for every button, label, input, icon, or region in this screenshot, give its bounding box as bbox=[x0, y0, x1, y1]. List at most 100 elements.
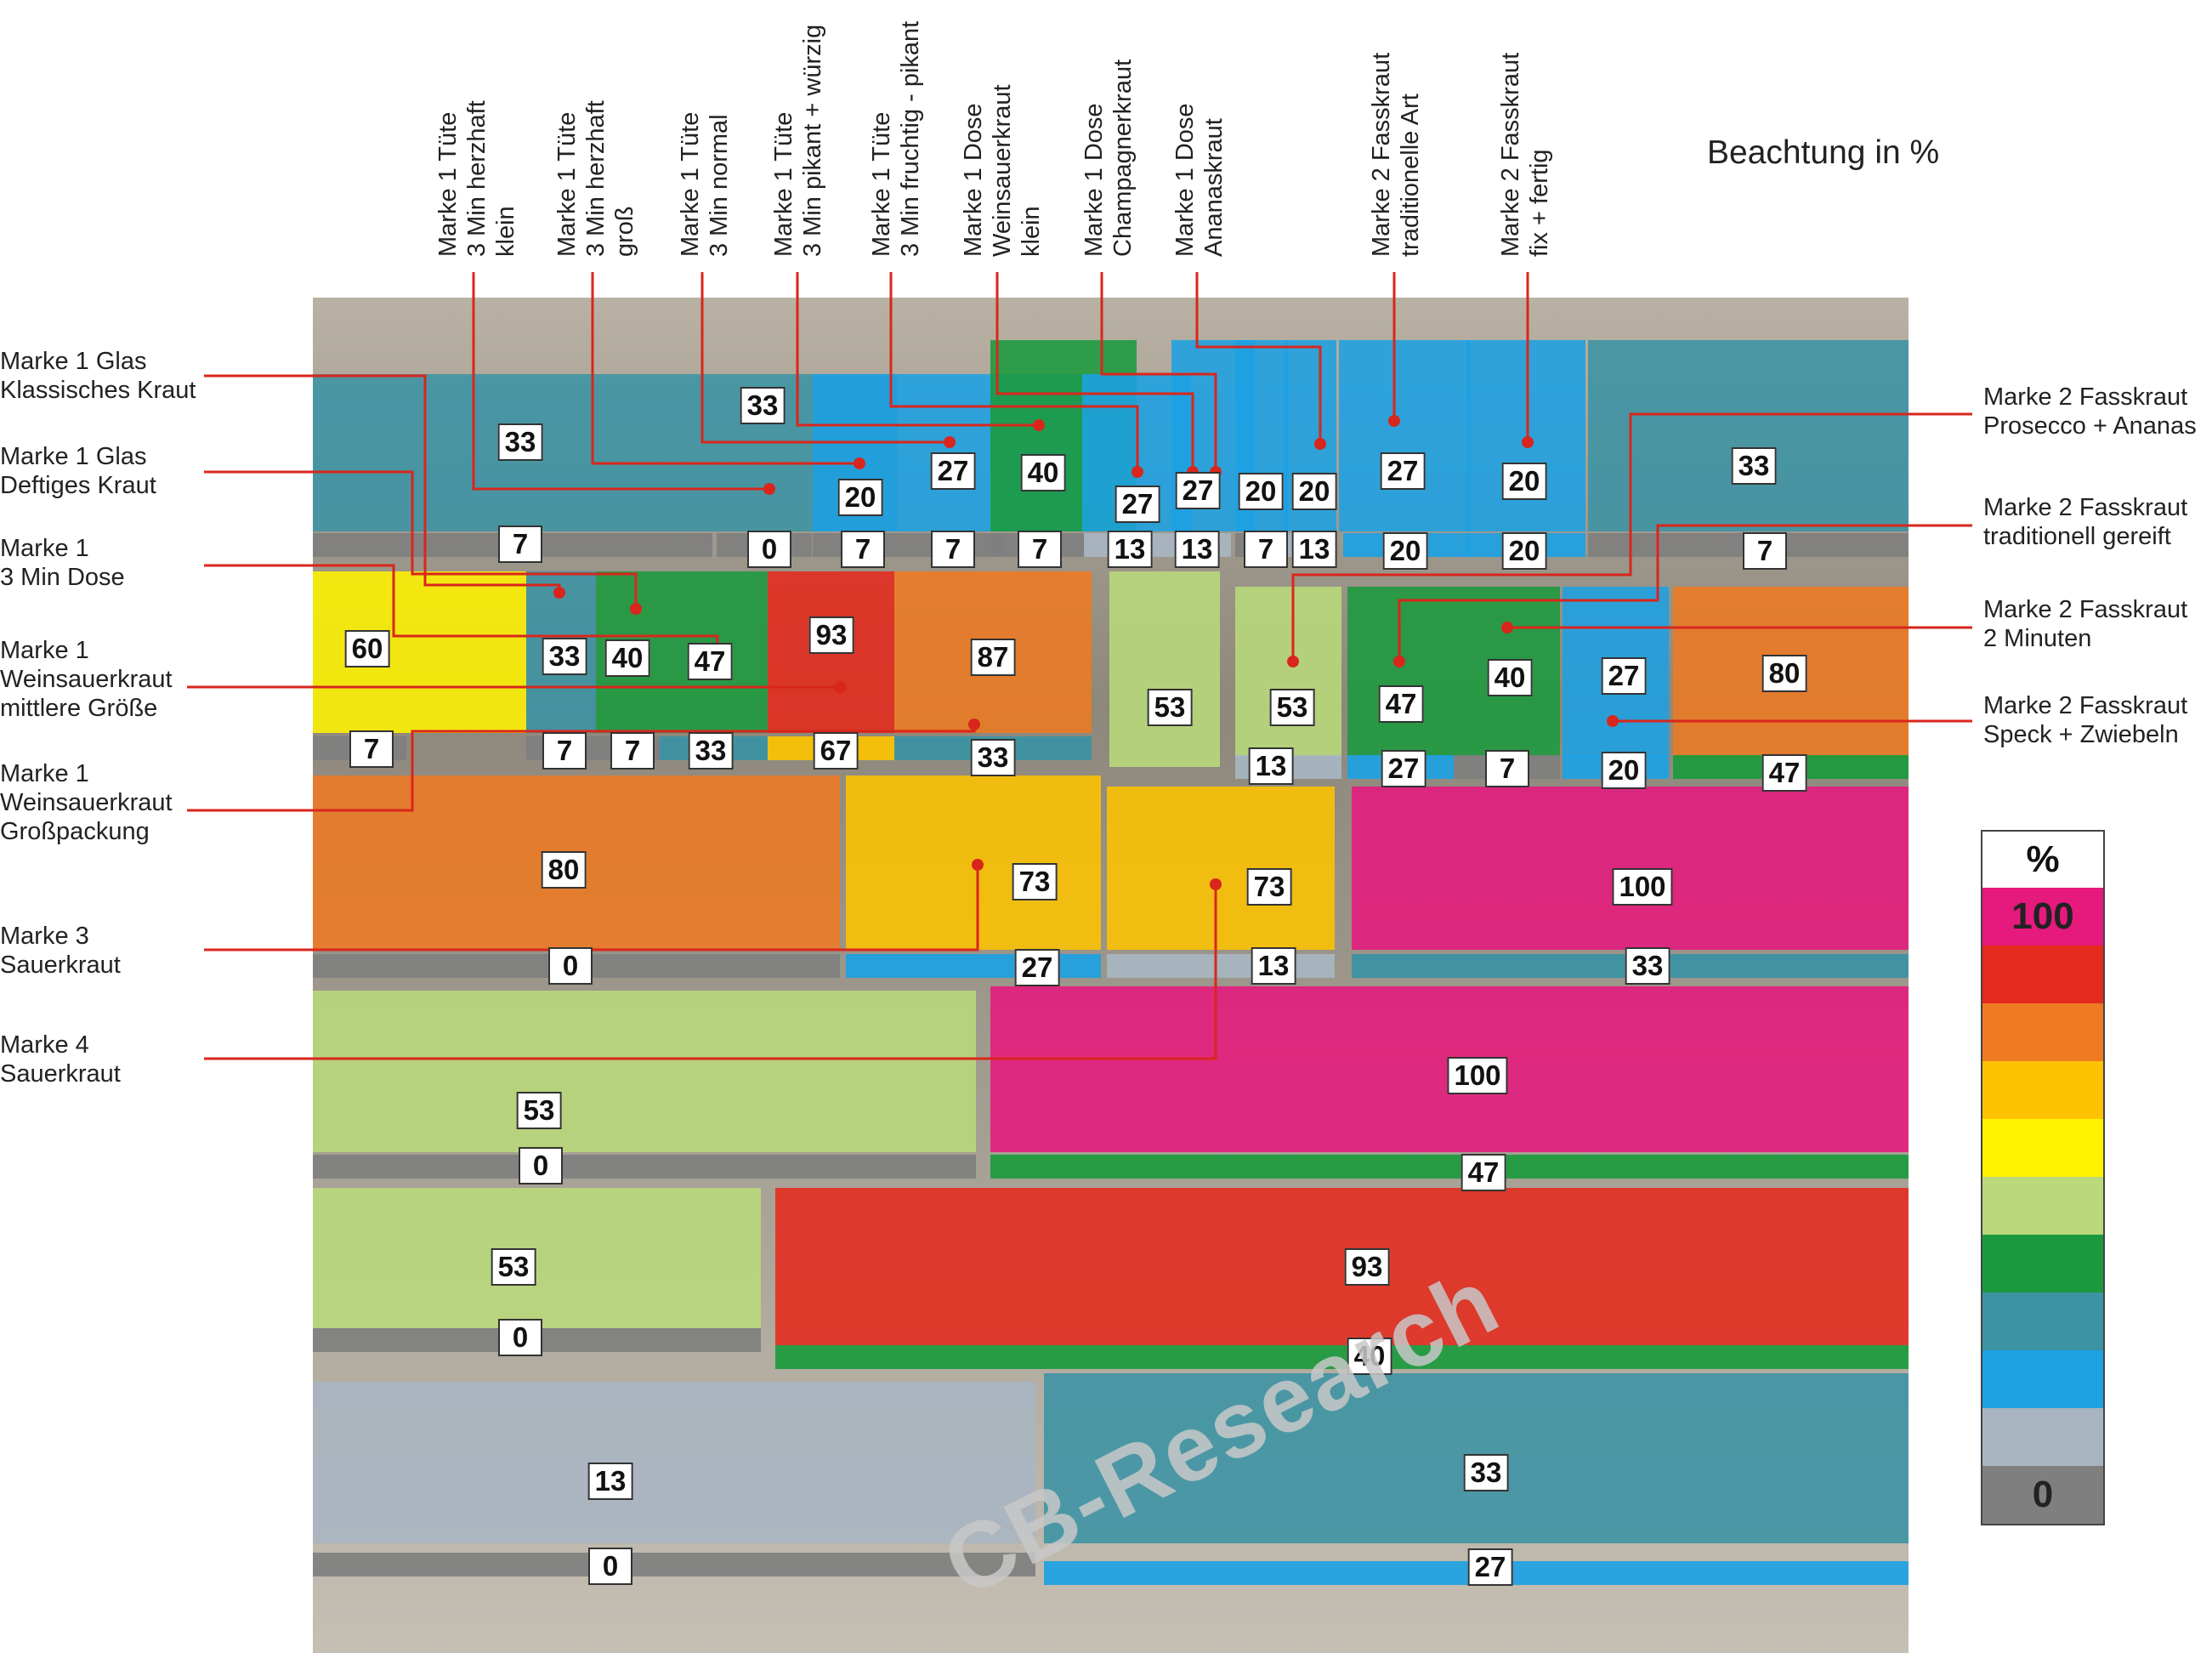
price-value-label: 13 bbox=[1251, 947, 1296, 985]
legend-swatch bbox=[1982, 1177, 2103, 1235]
left-product-label: Marke 1 3 Min Dose bbox=[0, 535, 125, 591]
legend-swatch bbox=[1982, 1235, 2103, 1292]
price-value-label: 33 bbox=[688, 732, 734, 770]
left-product-label: Marke 3 Sauerkraut bbox=[0, 923, 121, 979]
legend-swatch bbox=[1982, 1119, 2103, 1177]
product-value-label: 27 bbox=[930, 452, 976, 490]
price-value-label: 47 bbox=[1761, 754, 1807, 792]
heatmap-block bbox=[1588, 340, 1909, 531]
product-value-label: 13 bbox=[587, 1463, 633, 1500]
legend-swatch bbox=[1982, 1292, 2103, 1350]
product-value-label: 20 bbox=[1238, 473, 1284, 510]
price-value-label: 7 bbox=[498, 525, 542, 563]
top-product-label: Marke 1 Tüte 3 Min herzhaft groß bbox=[553, 100, 638, 257]
product-value-label: 93 bbox=[808, 616, 854, 654]
product-value-label: 33 bbox=[740, 387, 786, 424]
price-value-label: 7 bbox=[1743, 532, 1787, 570]
price-value-label: 0 bbox=[519, 1147, 563, 1184]
product-value-label: 20 bbox=[1501, 463, 1547, 500]
product-value-label: 80 bbox=[541, 851, 587, 889]
price-strip bbox=[775, 1345, 1909, 1369]
right-product-label: Marke 2 Fasskraut Speck + Zwiebeln bbox=[1983, 692, 2188, 748]
legend-swatch bbox=[1982, 1408, 2103, 1466]
price-value-label: 7 bbox=[542, 732, 587, 770]
top-product-label: Marke 1 Tüte 3 Min normal bbox=[677, 111, 733, 257]
product-value-label: 33 bbox=[542, 638, 587, 675]
product-value-label: 27 bbox=[1380, 452, 1426, 490]
price-value-label: 27 bbox=[1014, 949, 1060, 986]
price-strip bbox=[990, 1155, 1909, 1179]
price-value-label: 7 bbox=[1244, 531, 1288, 568]
price-value-label: 0 bbox=[747, 531, 791, 568]
price-value-label: 7 bbox=[931, 531, 975, 568]
price-value-label: 33 bbox=[1625, 947, 1670, 985]
product-value-label: 40 bbox=[1487, 659, 1533, 696]
product-value-label: 53 bbox=[1147, 689, 1193, 726]
top-product-label: Marke 1 Tüte 3 Min herzhaft klein bbox=[434, 100, 519, 257]
price-value-label: 67 bbox=[813, 732, 859, 770]
product-value-label: 20 bbox=[837, 479, 883, 516]
product-value-label: 47 bbox=[1378, 685, 1424, 723]
heatmap-block bbox=[313, 1188, 761, 1328]
price-value-label: 20 bbox=[1382, 532, 1428, 570]
heatmap-block bbox=[846, 775, 1101, 950]
product-value-label: 80 bbox=[1761, 655, 1807, 692]
left-product-label: Marke 1 Weinsauerkraut Großpackung bbox=[0, 760, 173, 845]
product-value-label: 100 bbox=[1447, 1057, 1508, 1094]
price-strip bbox=[313, 1155, 976, 1179]
right-product-label: Marke 2 Fasskraut traditionell gereift bbox=[1983, 494, 2188, 550]
product-value-label: 53 bbox=[1269, 689, 1315, 726]
product-value-label: 93 bbox=[1344, 1248, 1390, 1286]
product-value-label: 73 bbox=[1012, 863, 1058, 900]
heatmap-block bbox=[313, 991, 976, 1152]
price-value-label: 7 bbox=[1018, 531, 1062, 568]
heatmap-block bbox=[1466, 340, 1585, 531]
product-value-label: 40 bbox=[1020, 454, 1066, 491]
heatmap-block bbox=[1107, 787, 1335, 950]
price-value-label: 13 bbox=[1291, 531, 1337, 568]
left-product-label: Marke 4 Sauerkraut bbox=[0, 1031, 121, 1088]
price-value-label: 20 bbox=[1501, 532, 1547, 570]
legend-swatch bbox=[1982, 1003, 2103, 1061]
price-value-label: 0 bbox=[548, 947, 593, 985]
product-value-label: 33 bbox=[1463, 1454, 1509, 1491]
product-value-label: 27 bbox=[1175, 472, 1221, 509]
heatmap-block bbox=[775, 1188, 1909, 1345]
heatmap-block bbox=[1235, 587, 1341, 757]
price-value-label: 13 bbox=[1174, 531, 1220, 568]
heatmap-block bbox=[1347, 587, 1454, 757]
heatmap-block bbox=[1109, 571, 1220, 767]
product-value-label: 87 bbox=[970, 639, 1016, 676]
product-value-label: 27 bbox=[1601, 657, 1647, 695]
product-value-label: 33 bbox=[497, 423, 543, 461]
price-value-label: 7 bbox=[1485, 750, 1529, 787]
legend-swatch bbox=[1982, 1061, 2103, 1119]
price-value-label: 13 bbox=[1107, 531, 1153, 568]
top-product-label: Marke 1 Dose Weinsauerkraut klein bbox=[960, 84, 1045, 257]
top-product-label: Marke 1 Tüte 3 Min fruchtig - pikant bbox=[868, 20, 924, 257]
product-value-label: 53 bbox=[491, 1248, 536, 1286]
price-value-label: 0 bbox=[588, 1548, 632, 1585]
legend-swatch: 0 bbox=[1982, 1466, 2103, 1524]
price-value-label: 13 bbox=[1248, 747, 1294, 785]
price-strip bbox=[313, 1553, 1035, 1576]
legend-swatch bbox=[1982, 1350, 2103, 1408]
product-value-label: 20 bbox=[1291, 473, 1337, 510]
product-value-label: 47 bbox=[687, 643, 733, 680]
right-product-label: Marke 2 Fasskraut 2 Minuten bbox=[1983, 596, 2188, 652]
left-product-label: Marke 1 Glas Klassisches Kraut bbox=[0, 348, 196, 404]
price-value-label: 20 bbox=[1601, 752, 1647, 789]
chart-title: Beachtung in % bbox=[1707, 134, 1940, 171]
right-product-label: Marke 2 Fasskraut Prosecco + Ananas bbox=[1983, 383, 2197, 440]
price-value-label: 7 bbox=[349, 730, 394, 768]
price-value-label: 40 bbox=[1347, 1338, 1392, 1375]
product-value-label: 53 bbox=[516, 1092, 562, 1129]
price-value-label: 7 bbox=[841, 531, 885, 568]
price-value-label: 47 bbox=[1460, 1154, 1506, 1191]
top-product-label: Marke 2 Fasskraut traditionelle Art bbox=[1368, 52, 1424, 257]
price-value-label: 0 bbox=[498, 1319, 542, 1356]
top-product-label: Marke 1 Dose Champagnerkraut bbox=[1080, 59, 1137, 257]
legend-header: % bbox=[2026, 838, 2060, 880]
